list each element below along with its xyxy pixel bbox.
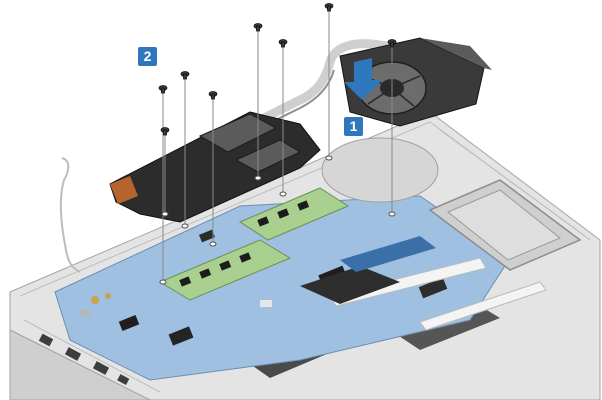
screw-icon bbox=[158, 85, 168, 94]
board-shield-right bbox=[300, 266, 400, 304]
screw-icon bbox=[253, 23, 263, 32]
touchpad-connector bbox=[340, 236, 436, 272]
screw-icon bbox=[278, 39, 288, 48]
heat-pipe-shadow bbox=[121, 69, 335, 197]
heatsink-cpu-block bbox=[198, 113, 278, 153]
arrow-down-icon bbox=[344, 58, 382, 100]
chassis-front-edge bbox=[9, 329, 151, 400]
memory-module-1 bbox=[158, 239, 292, 301]
screw-holes bbox=[159, 155, 396, 285]
ribbon-cables bbox=[329, 257, 547, 331]
antenna-wire bbox=[59, 157, 81, 273]
screw-icon bbox=[160, 127, 170, 136]
fan-bay bbox=[321, 137, 439, 203]
motherboard-components bbox=[80, 229, 448, 346]
card-reader-inner bbox=[447, 189, 561, 261]
screw-icon bbox=[387, 39, 397, 48]
screw-icon bbox=[180, 71, 190, 80]
heatsink-copper-tip bbox=[110, 176, 138, 204]
screws bbox=[158, 3, 397, 136]
side-ports bbox=[38, 333, 130, 385]
heat-pipe bbox=[115, 39, 425, 195]
step-badge-2: 2 bbox=[138, 47, 157, 66]
screw-guide-lines bbox=[162, 10, 393, 280]
fan-exhaust bbox=[420, 38, 492, 70]
screw-icon bbox=[324, 3, 334, 12]
memory-module-2 bbox=[238, 187, 350, 241]
memory-chips bbox=[179, 200, 310, 287]
heatsink-gpu-block bbox=[234, 139, 302, 173]
chassis-ridges bbox=[19, 121, 591, 393]
screw-icon bbox=[208, 91, 218, 100]
step-badge-1: 1 bbox=[344, 117, 363, 136]
